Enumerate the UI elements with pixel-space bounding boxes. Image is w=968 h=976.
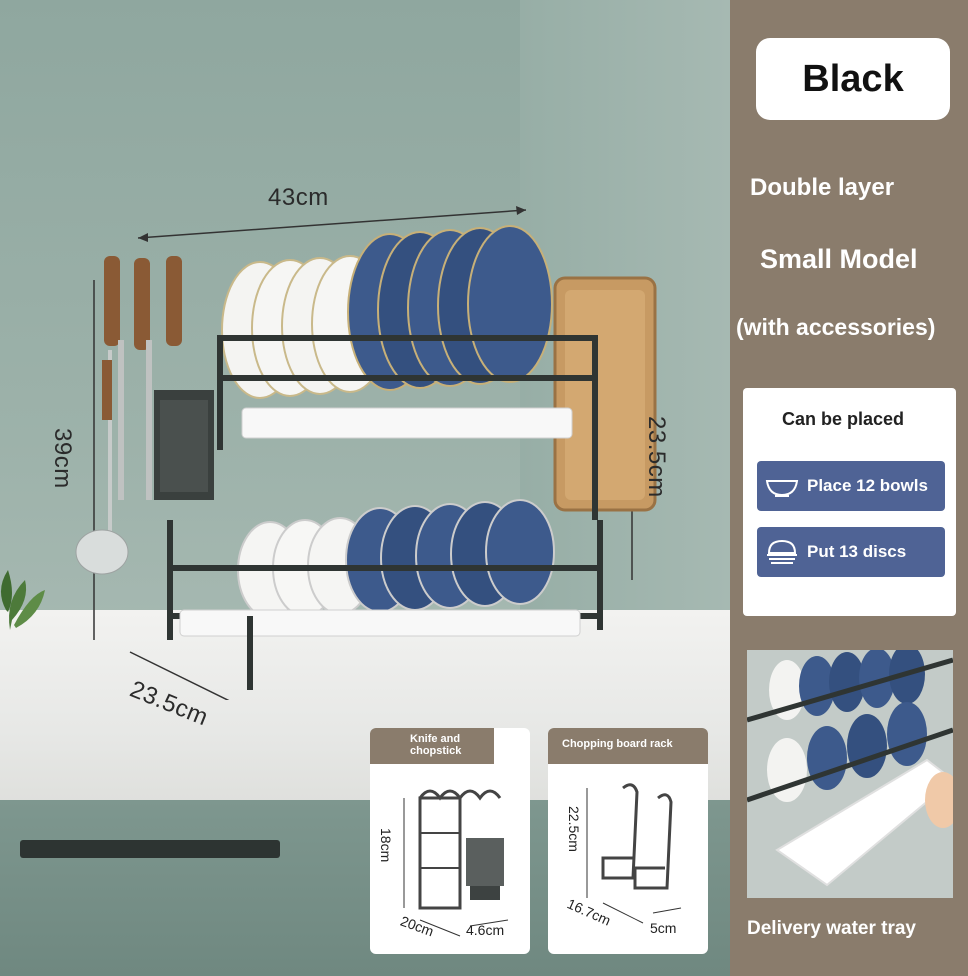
accessory-title: Chopping board rack [548, 728, 708, 764]
width-dimension: 43cm [268, 184, 329, 211]
capacity-discs: Put 13 discs [757, 527, 945, 577]
color-label: Black [756, 38, 950, 120]
water-tray-photo [747, 650, 953, 898]
spec-accessories: (with accessories) [736, 314, 936, 340]
spec-model: Small Model [760, 244, 918, 274]
capacity-bowls-label: Place 12 bowls [807, 476, 928, 495]
cabinet-handle [20, 840, 280, 858]
plate-stack-icon [767, 539, 797, 564]
capacity-title: Can be placed [781, 409, 905, 429]
accessory-card-knife-holder: Knife and chopstick 18cm 20cm 4.6cm [370, 728, 530, 954]
capacity-discs-label: Put 13 discs [807, 542, 907, 561]
height-right-dimension: 23.5cm [643, 416, 670, 498]
tray-caption: Delivery water tray [747, 918, 916, 939]
accessory-card-board-rack: Chopping board rack 22.5cm 16.7cm 5cm [548, 728, 708, 954]
bottom-bowls [237, 499, 555, 619]
accessory-title: Knife and chopstick [370, 728, 494, 764]
height-left-dimension: 39cm [49, 428, 76, 489]
dish-rack-illustration [75, 206, 657, 700]
bowl-icon [765, 480, 799, 497]
board-rack-drawing [586, 783, 682, 924]
top-plates [221, 225, 553, 399]
spec-layer: Double layer [750, 174, 895, 201]
accessory-depth: 4.6cm [466, 922, 505, 938]
accessory-height: 18cm [378, 828, 394, 863]
accessory-depth: 5cm [650, 920, 677, 936]
accessory-height: 22.5cm [566, 806, 582, 852]
knife-holder-drawing [403, 789, 509, 937]
plant-icon [0, 570, 45, 630]
capacity-bowls: Place 12 bowls [757, 461, 945, 511]
